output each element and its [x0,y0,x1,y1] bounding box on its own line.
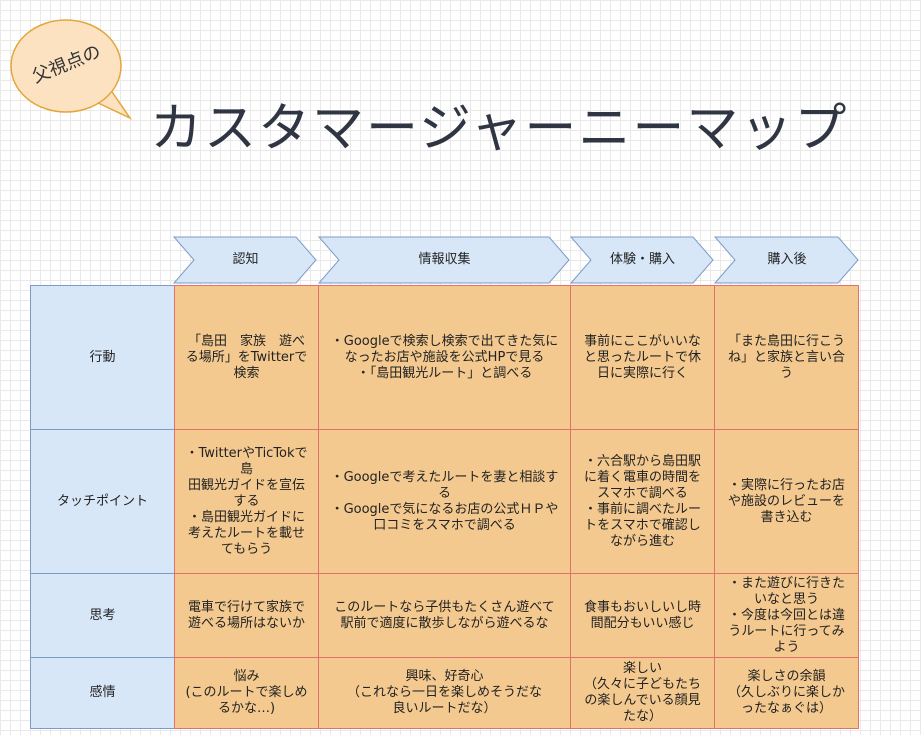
speech-bubble-shape [10,19,133,120]
thinking-research-cell: このルートなら子供もたくさん遊べて 駅前で適度に散歩しながら遊べるな [318,573,571,658]
thinking-awareness-cell: 電車で行けて家族で 遊べる場所はないか [174,573,319,658]
row-header-touchpoint: タッチポイント [30,429,175,574]
stage-chevron-1: 認知 [173,236,318,284]
emotion-awareness-cell: 悩み (このルートで楽しめ るかな…) [174,657,319,729]
action-experience-cell: 事前にここがいいな と思ったルートで休 日に実際に行く [570,285,715,430]
touchpoint-experience-cell: ・六合駅から島田駅 に着く電車の時間を スマホで調べる ・事前に調べたルー トを… [570,429,715,574]
touchpoint-awareness-cell: ・TwitterやTicTokで島 田観光ガイドを宣伝 する ・島田観光ガイドに… [174,429,319,574]
row-header-thinking: 思考 [30,573,175,658]
touchpoint-research-cell: ・Googleで考えたルートを妻と相談す る ・Googleで気になるお店の公式… [318,429,571,574]
stage-header: 認知 情報収集 体験・購入 購入後 [173,236,863,286]
row-header-emotion: 感情 [30,657,175,729]
action-research-cell: ・Googleで検索し検索で出てきた気に なったお店や施設を公式HPで見る ・「… [318,285,571,430]
emotion-research-cell: 興味、好奇心 （これなら一日を楽しめそうだな 良いルートだな） [318,657,571,729]
stage-label: 購入後 [767,252,807,267]
stage-label: 体験・購入 [609,252,675,267]
stage-chevron-4: 購入後 [714,236,860,284]
emotion-post-purchase-cell: 楽しさの余韻 （久しぶりに楽しか ったなぁぐは） [714,657,859,729]
thinking-experience-cell: 食事もおいしいし時 間配分もいい感じ [570,573,715,658]
stage-chevron-3: 体験・購入 [570,236,715,284]
row-header-action: 行動 [30,285,175,430]
stage-label: 認知 [232,252,259,267]
thinking-post-purchase-cell: ・また遊びに行きた いなと思う ・今度は今回とは違 うルートに行ってみ よう [714,573,859,658]
speech-bubble: 父視点の [8,16,133,120]
emotion-experience-cell: 楽しい （久々に子どもたち の楽しんでいる顔見 たな） [570,657,715,729]
touchpoint-post-purchase-cell: ・実際に行ったお店 や施設のレビューを 書き込む [714,429,859,574]
stage-chevron-2: 情報収集 [318,236,571,284]
action-awareness-cell: 「島田 家族 遊べ る場所」をTwitterで 検索 [174,285,319,430]
stage-label: 情報収集 [418,252,471,267]
page-title: カスタマージャーニーマップ [150,99,849,159]
action-post-purchase-cell: 「また島田に行こう ね」と家族と言い合 う [714,285,859,430]
